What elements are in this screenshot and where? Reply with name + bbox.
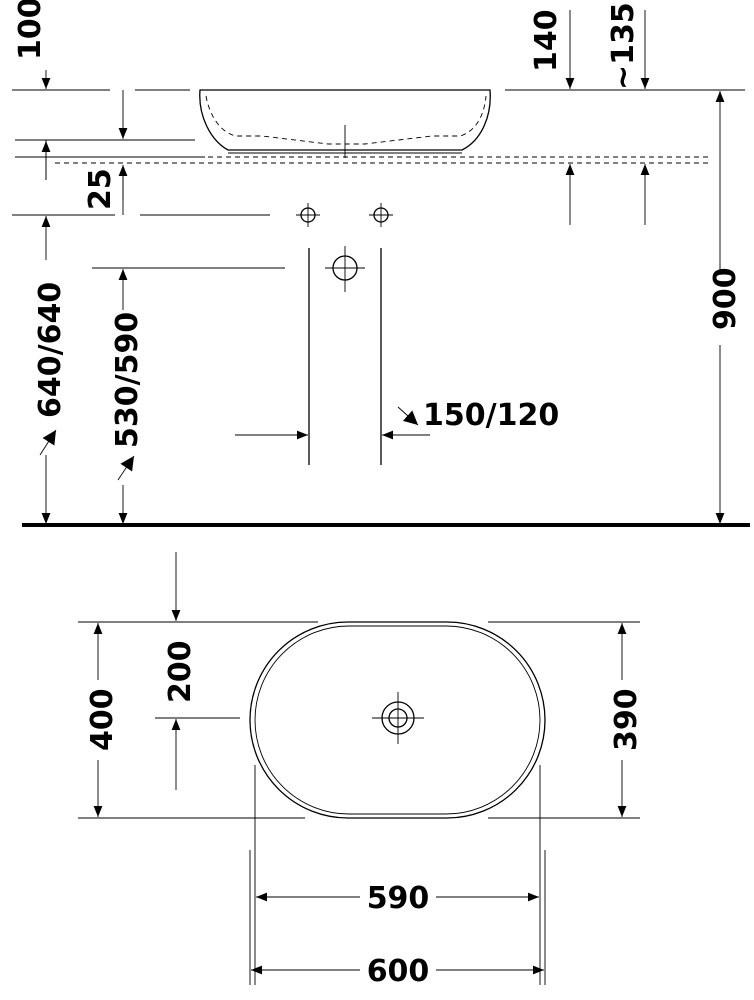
dim-label-100: 100 xyxy=(13,0,48,60)
side-view: 100 25 140 ~135 900 xyxy=(12,0,750,527)
dimension-590: 590 xyxy=(256,881,539,916)
plan-extension-lines xyxy=(78,621,640,985)
dimension-25: 25 xyxy=(83,165,128,215)
dim-label-530: 530/590 xyxy=(110,312,145,448)
dim-label-390: 390 xyxy=(609,688,644,751)
dimension-900: 900 xyxy=(708,91,743,524)
dim-label-900: 900 xyxy=(708,267,743,330)
dim-label-140: 140 xyxy=(529,9,564,72)
dimension-530: 530/590 xyxy=(110,269,145,524)
dim-label-150: 150/120 xyxy=(423,398,559,433)
basin-outline-inner xyxy=(254,625,541,815)
drain-pipe xyxy=(308,246,382,465)
dimension-600: 600 xyxy=(251,954,544,989)
dimension-135: ~135 xyxy=(606,2,650,225)
dim-label-640: 640/640 xyxy=(33,282,68,418)
dim-label-25: 25 xyxy=(83,168,118,210)
plan-view: 200 400 390 590 600 xyxy=(78,552,644,989)
dim-label-400: 400 xyxy=(85,688,120,751)
supply-hole-right xyxy=(369,203,393,227)
dim-label-590: 590 xyxy=(367,881,430,916)
countertop-lines xyxy=(55,156,712,164)
dim-label-600: 600 xyxy=(367,954,430,989)
dim-label-200: 200 xyxy=(163,640,198,703)
drain-plan xyxy=(372,692,424,744)
dimension-100: 100 xyxy=(13,0,128,139)
dimension-390: 390 xyxy=(609,623,644,817)
basin-side xyxy=(199,89,491,158)
dimension-640: 640/640 xyxy=(33,140,68,524)
supply-hole-left xyxy=(296,203,320,227)
dimension-150: 150/120 xyxy=(235,398,559,440)
dimension-200: 200 xyxy=(163,552,198,790)
dim-label-135: ~135 xyxy=(606,2,641,90)
dimension-140: 140 xyxy=(529,9,575,225)
extension-lines xyxy=(12,89,745,269)
basin-outline-outer xyxy=(249,621,546,819)
dimension-400: 400 xyxy=(85,623,120,817)
